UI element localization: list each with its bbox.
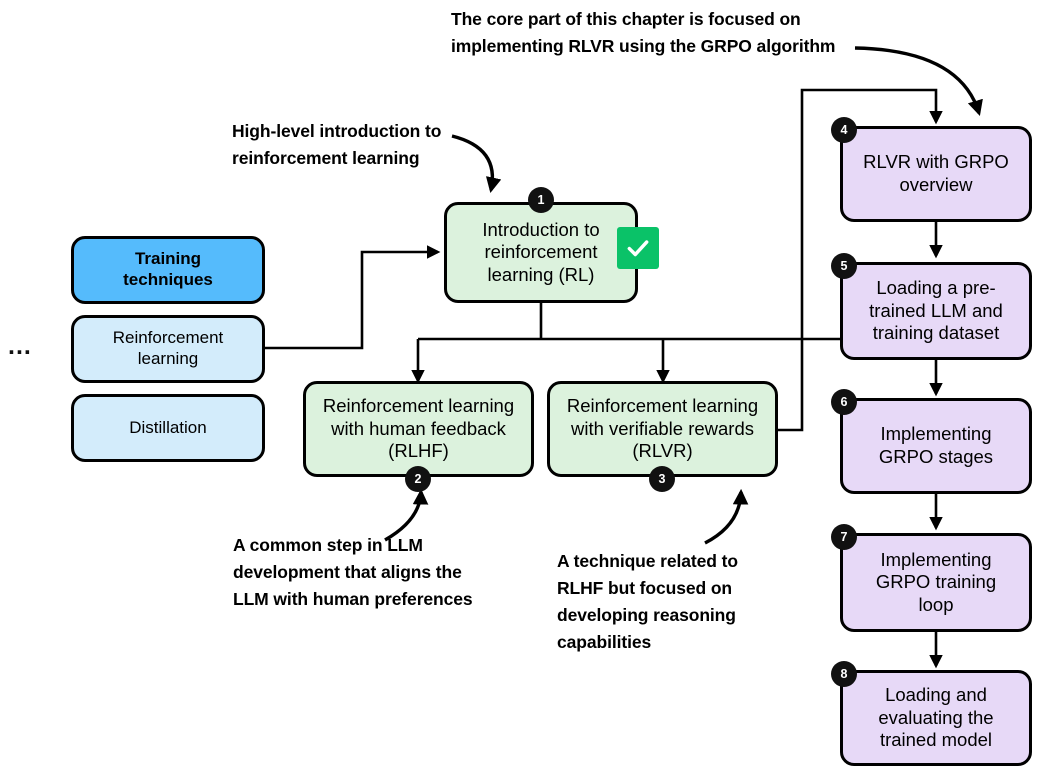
step-badge-8: 8 xyxy=(831,661,857,687)
wire-note-intro-curve xyxy=(451,134,502,194)
step-badge-1: 1 xyxy=(528,187,554,213)
step-badge-3: 3 xyxy=(649,466,675,492)
sidebar-item-training-techniques[interactable]: Training techniques xyxy=(71,236,265,304)
ellipsis-label: ... xyxy=(8,332,32,360)
node-rlhf[interactable]: Reinforcement learning with human feedba… xyxy=(303,381,534,477)
completed-check-icon xyxy=(617,227,659,269)
node-label: RLVR with GRPO overview xyxy=(863,151,1009,195)
step-badge-5: 5 xyxy=(831,253,857,279)
sidebar-item-label: Training techniques xyxy=(123,249,213,289)
step-badge-6: 6 xyxy=(831,389,857,415)
node-rlvr[interactable]: Reinforcement learning with verifiable r… xyxy=(547,381,778,477)
note-rlvr-description: A technique related to RLHF but focused … xyxy=(557,551,738,653)
node-label: Introduction to reinforcement learning (… xyxy=(482,218,600,285)
node-label: Implementing GRPO training loop xyxy=(875,548,997,615)
pipeline-node-loading-evaluating-model[interactable]: Loading and evaluating the trained model xyxy=(840,670,1032,766)
step-badge-2: 2 xyxy=(405,466,431,492)
wire-note-rlvr-curve xyxy=(704,488,749,545)
wire-note-title-curve xyxy=(854,46,983,116)
node-label: Reinforcement learning with human feedba… xyxy=(322,395,515,462)
node-introduction-to-rl[interactable]: Introduction to reinforcement learning (… xyxy=(444,202,638,303)
pipeline-node-rlvr-grpo-overview[interactable]: RLVR with GRPO overview xyxy=(840,126,1032,222)
step-badge-7: 7 xyxy=(831,524,857,550)
node-label: Loading and evaluating the trained model xyxy=(878,684,994,751)
sidebar-item-label: Distillation xyxy=(129,417,207,437)
pipeline-node-grpo-training-loop[interactable]: Implementing GRPO training loop xyxy=(840,533,1032,632)
node-label: Implementing GRPO stages xyxy=(878,423,994,467)
node-label: Reinforcement learning with verifiable r… xyxy=(566,395,759,462)
sidebar-item-distillation[interactable]: Distillation xyxy=(71,394,265,462)
note-core-part: The core part of this chapter is focused… xyxy=(451,9,836,57)
wire-rl-to-intro xyxy=(265,245,441,350)
pipeline-node-loading-pretrained-llm[interactable]: Loading a pre- trained LLM and training … xyxy=(840,262,1032,360)
note-high-level-intro: High-level introduction to reinforcement… xyxy=(232,121,442,169)
sidebar-item-label: Reinforcement learning xyxy=(112,328,224,368)
note-rlhf-description: A common step in LLM development that al… xyxy=(233,535,473,610)
step-badge-4: 4 xyxy=(831,117,857,143)
pipeline-node-implementing-grpo-stages[interactable]: Implementing GRPO stages xyxy=(840,398,1032,494)
node-label: Loading a pre- trained LLM and training … xyxy=(869,277,1003,344)
sidebar-item-reinforcement-learning[interactable]: Reinforcement learning xyxy=(71,315,265,383)
